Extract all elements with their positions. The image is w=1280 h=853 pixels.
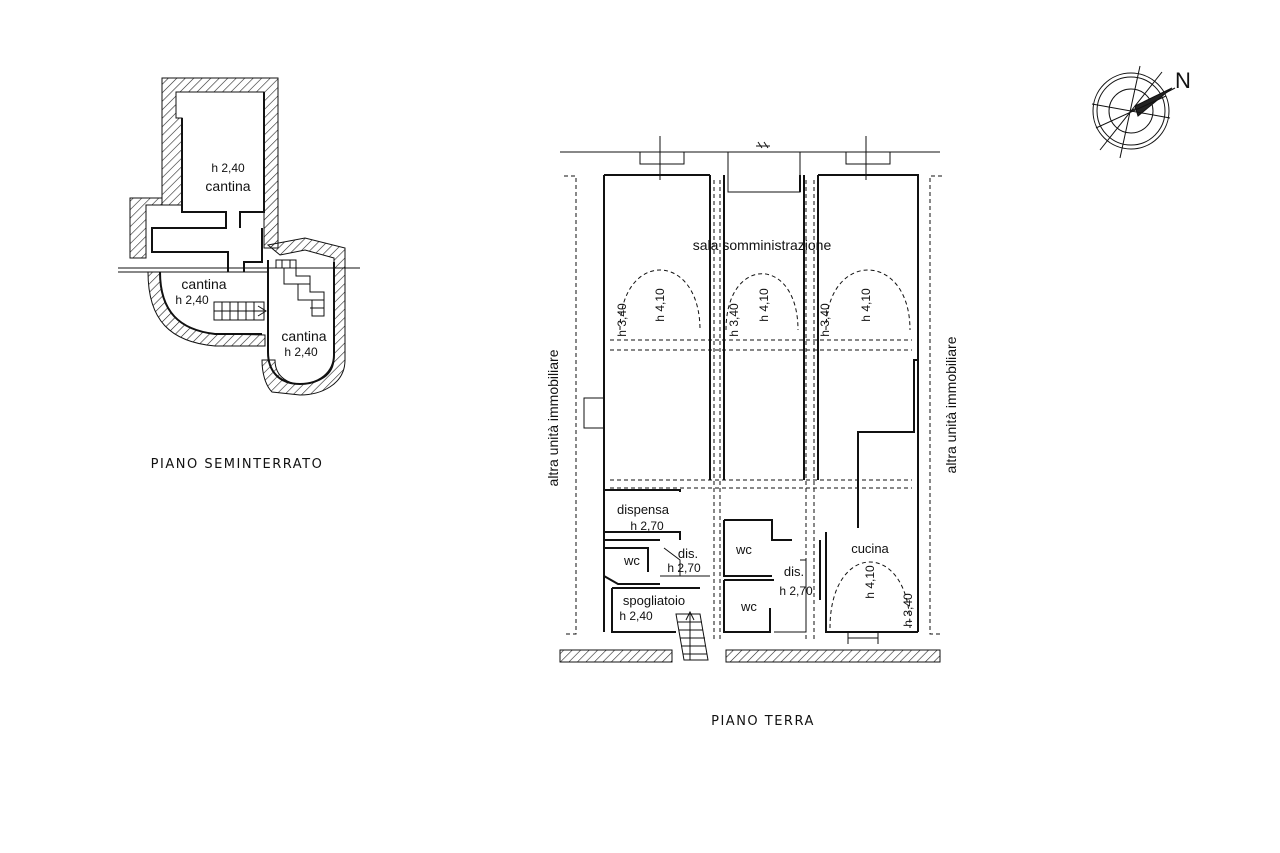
ground-bottom-hatch-left — [559, 649, 673, 663]
cucina-vault — [829, 561, 911, 629]
basement-earth-hatch-left — [129, 197, 163, 259]
dis1-walls — [660, 547, 710, 577]
dispensa-height: h 2,70 — [630, 519, 664, 533]
dispensa-name: dispensa — [617, 502, 670, 517]
ground-pillar-right — [803, 175, 819, 480]
ground-title: PIANO TERRA — [711, 714, 815, 729]
wall-3-height: h 3,40 — [818, 303, 832, 337]
ground-pillar-left — [709, 175, 725, 480]
basement-room-3-name: cantina — [281, 328, 326, 344]
dis1-height: h 2,70 — [667, 561, 701, 575]
north-arrow-icon — [1091, 65, 1176, 159]
left-neighbor-label: altra unità immobiliare — [545, 349, 561, 486]
cucina-vault-height: h 4,10 — [863, 565, 877, 599]
left-niche — [583, 397, 604, 429]
wc2-name: wc — [735, 542, 752, 557]
vault-arc-1 — [619, 269, 701, 331]
basement-room-2-name: cantina — [181, 276, 226, 292]
ground-dashed-axes — [610, 180, 912, 640]
spogliatoio-height: h 2,40 — [619, 609, 653, 623]
basement-walls-lower — [159, 271, 262, 335]
basement-earth-hatch — [161, 77, 279, 249]
right-neighbor-label: altra unità immobiliare — [943, 336, 959, 473]
cucina-name: cucina — [851, 541, 889, 556]
basement-walls-upper-right — [239, 92, 265, 272]
basement-room-2-height: h 2,40 — [175, 293, 209, 307]
basement-walls-right — [267, 260, 335, 386]
basement-earth-hatch-right — [261, 237, 346, 396]
basement-stairs-right — [275, 259, 325, 317]
right-neighbor-boundary — [929, 175, 942, 635]
cucina-walls — [819, 532, 918, 633]
dis2-height: h 2,70 — [779, 584, 813, 598]
dispensa-walls — [604, 489, 681, 541]
wc2-walls — [723, 519, 792, 577]
main-room-name: sala somministrazione — [693, 237, 832, 253]
basement-room-3-height: h 2,40 — [284, 345, 318, 359]
basement-room-1-height: h 2,40 — [211, 161, 245, 175]
ground-entry-stairs — [675, 610, 709, 661]
basement-title: PIANO SEMINTERRATO — [151, 457, 324, 472]
left-neighbor-boundary — [564, 175, 577, 635]
vault-2-height: h 4,10 — [757, 288, 771, 322]
basement-walls-upper — [151, 118, 229, 272]
top-openings — [639, 136, 891, 193]
cucina-door — [847, 632, 879, 644]
dis1-name: dis. — [678, 546, 698, 561]
north-label: N — [1175, 68, 1191, 93]
right-chimney — [857, 359, 918, 528]
basement-stairs — [213, 301, 267, 321]
ground-plan: sala somministrazione h 4,10 h 4,10 h 4,… — [545, 136, 959, 663]
vault-arc-3 — [825, 269, 911, 331]
dis2-walls — [774, 559, 807, 633]
wc3-name: wc — [740, 599, 757, 614]
wall-1-height: h 3,40 — [615, 303, 629, 337]
cucina-wall-height: h 3,40 — [901, 593, 915, 627]
basement-plan: h 2,40 cantina cantina h 2,40 cantina h … — [118, 77, 360, 396]
vault-1-height: h 4,10 — [653, 288, 667, 322]
wc1-walls — [603, 547, 660, 585]
basement-room-1-name: cantina — [205, 178, 250, 194]
vault-arc-2 — [725, 273, 799, 331]
wall-2-height: h 3,40 — [727, 303, 741, 337]
vault-3-height: h 4,10 — [859, 288, 873, 322]
dis2-name: dis. — [784, 564, 804, 579]
wc3-walls — [723, 579, 774, 633]
wc1-name: wc — [623, 553, 640, 568]
spogliatoio-walls — [611, 587, 700, 633]
ground-bottom-hatch-right — [725, 649, 941, 663]
spogliatoio-name: spogliatoio — [623, 593, 685, 608]
